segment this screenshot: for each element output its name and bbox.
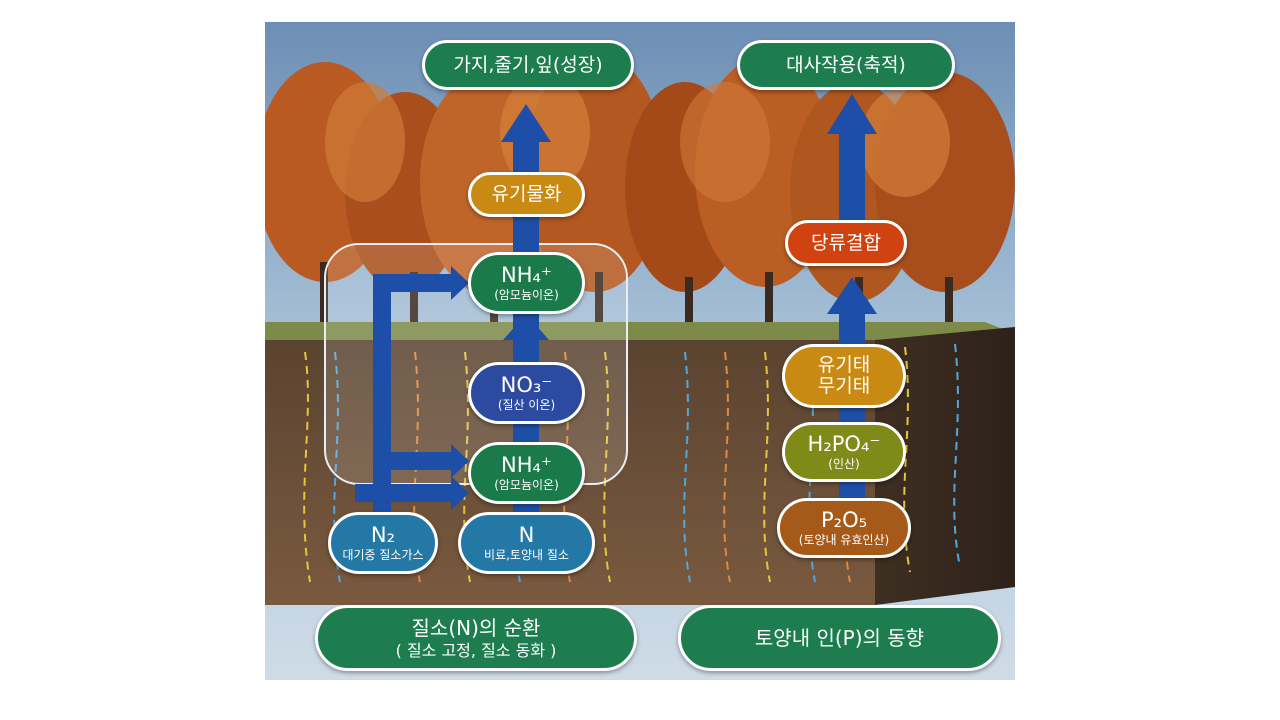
sugar-binding-label: 당류결합 (785, 220, 907, 266)
soil-nitrogen-label: N 비료,토양내 질소 (458, 512, 595, 574)
organic-matter-label: 유기물화 (468, 172, 585, 217)
nitrogen-cycle-title: 질소(N)의 순환 ( 질소 고정, 질소 동화 ) (315, 605, 637, 671)
atmospheric-nitrogen-label: N₂ 대기중 질소가스 (328, 512, 438, 574)
available-phosphate-label: P₂O₅ (토양내 유효인산) (777, 498, 911, 558)
background-illustration (265, 22, 1015, 680)
nitrate-label: NO₃⁻ (질산 이온) (468, 362, 585, 424)
diagram-scene: 가지,줄기,잎(성장) 대사작용(축적) 유기물화 NH₄⁺ (암모늄이온) N… (265, 22, 1015, 680)
organic-inorganic-label: 유기태 무기태 (782, 344, 906, 408)
nh4-up-arrowhead (503, 314, 549, 340)
fixation-arrows (355, 266, 469, 514)
metabolism-label: 대사작용(축적) (737, 40, 955, 90)
phosphate-label: H₂PO₄⁻ (인산) (782, 422, 906, 482)
phosphorus-trend-title: 토양내 인(P)의 동향 (678, 605, 1001, 671)
growth-label: 가지,줄기,잎(성장) (422, 40, 634, 90)
ammonium-top-label: NH₄⁺ (암모늄이온) (468, 252, 585, 314)
ammonium-bottom-label: NH₄⁺ (암모늄이온) (468, 442, 585, 504)
